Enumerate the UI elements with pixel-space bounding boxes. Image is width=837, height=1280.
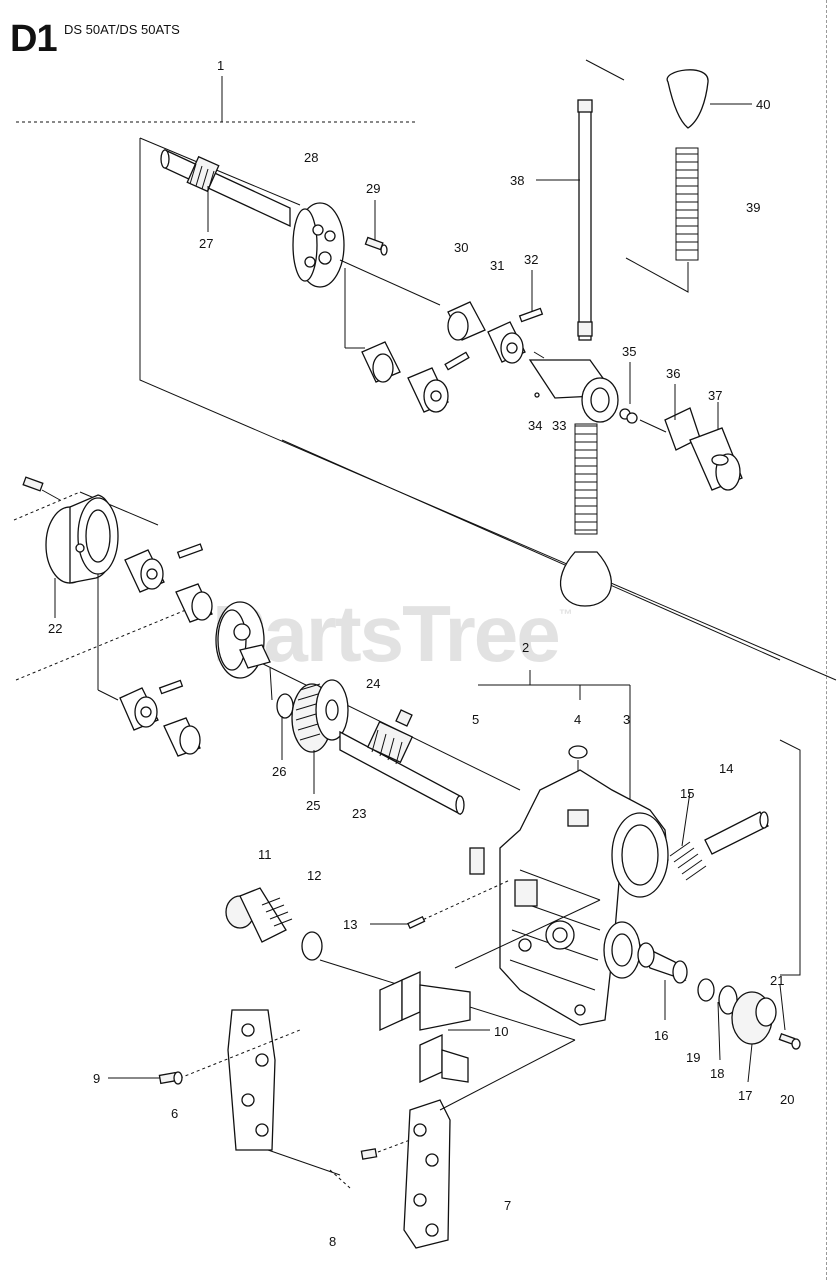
- screw: [364, 236, 388, 256]
- callout-6: 6: [171, 1106, 178, 1121]
- cap-screw: [778, 1032, 801, 1050]
- callout-2: 2: [522, 640, 529, 655]
- upper-assembly-group: [16, 59, 837, 681]
- main-shaft: [339, 709, 465, 816]
- side-plate-left: [227, 1009, 276, 1151]
- collar-coupler: [124, 549, 165, 593]
- lower-collar-bushing: [163, 717, 201, 757]
- lower-collar-coupler: [119, 687, 159, 731]
- callout-15: 15: [680, 786, 694, 801]
- callout-37: 37: [708, 388, 722, 403]
- gearbox-housing-group: [158, 670, 801, 1249]
- plunger-spring: [669, 811, 769, 881]
- callout-8: 8: [329, 1234, 336, 1249]
- watermark: PartsTree™: [212, 588, 573, 680]
- callout-38: 38: [510, 173, 524, 188]
- callout-24: 24: [366, 676, 380, 691]
- callout-28: 28: [304, 150, 318, 165]
- callout-30: 30: [454, 240, 468, 255]
- callout-12: 12: [307, 868, 321, 883]
- slide-blocks: [319, 899, 601, 1084]
- callout-5: 5: [472, 712, 479, 727]
- callout-14: 14: [719, 761, 733, 776]
- callout-16: 16: [654, 1028, 668, 1043]
- callout-7: 7: [504, 1198, 511, 1213]
- collar: [45, 494, 119, 584]
- drive-gear: [291, 679, 349, 753]
- shift-flange: [215, 601, 271, 679]
- guide-pin: [407, 879, 511, 929]
- callout-1: 1: [217, 58, 224, 73]
- lower-coupler: [407, 367, 449, 413]
- callout-36: 36: [666, 366, 680, 381]
- section-code: D1: [10, 18, 58, 60]
- output-shaft: [637, 942, 688, 984]
- callout-32: 32: [524, 252, 538, 267]
- callout-33: 33: [552, 418, 566, 433]
- leader-lines: [54, 103, 786, 1083]
- dowel-block: [469, 847, 485, 875]
- callout-27: 27: [199, 236, 213, 251]
- callout-35: 35: [622, 344, 636, 359]
- small-spring: [619, 408, 638, 424]
- callout-10: 10: [494, 1024, 508, 1039]
- gearbox-housing: [499, 769, 669, 1026]
- watermark-text: PartsTree: [212, 589, 561, 678]
- callout-39: 39: [746, 200, 760, 215]
- watermark-trademark: ™: [558, 606, 573, 622]
- plate-screw-right: [360, 1139, 411, 1160]
- shaft-with-pinion: [160, 148, 291, 228]
- callout-25: 25: [306, 798, 320, 813]
- callout-4: 4: [574, 712, 581, 727]
- end-cap: [731, 991, 777, 1045]
- snap-ring: [276, 693, 294, 719]
- callout-34: 34: [528, 418, 542, 433]
- lock-nut: [689, 427, 743, 491]
- coupler: [487, 321, 526, 364]
- callout-13: 13: [343, 917, 357, 932]
- callout-20: 20: [780, 1092, 794, 1107]
- rod-knob-lower: [559, 551, 612, 607]
- callout-3: 3: [623, 712, 630, 727]
- adjust-bolt: [225, 887, 293, 943]
- callout-11: 11: [258, 847, 272, 862]
- bolt-washer: [301, 931, 323, 961]
- washer: [697, 978, 715, 1002]
- model-label: DS 50AT/DS 50ATS: [64, 22, 180, 37]
- callout-19: 19: [686, 1050, 700, 1065]
- callout-22: 22: [48, 621, 62, 636]
- flange: [292, 202, 345, 288]
- rod-spring: [574, 423, 598, 535]
- shift-rod: [577, 99, 593, 341]
- top-nut: [568, 745, 588, 759]
- handle-knob: [666, 69, 709, 129]
- lower-bushing: [361, 341, 401, 383]
- page-border: [825, 0, 827, 1280]
- callout-40: 40: [756, 97, 770, 112]
- callout-26: 26: [272, 764, 286, 779]
- callout-17: 17: [738, 1088, 752, 1103]
- callout-23: 23: [352, 806, 366, 821]
- shift-connector: [528, 351, 619, 423]
- bushing: [447, 301, 486, 341]
- callout-31: 31: [490, 258, 504, 273]
- set-screw: [22, 476, 61, 501]
- side-plate-right: [403, 1099, 451, 1249]
- pin: [518, 307, 544, 323]
- callout-18: 18: [710, 1066, 724, 1081]
- plate-screw: [158, 1071, 183, 1085]
- collar-bushing: [175, 583, 213, 623]
- middle-assembly-group: [13, 476, 521, 816]
- callout-labels: 1 2 3 4 5 6 7 8 9 10 11 12 13 14 15 16 1…: [48, 58, 794, 1249]
- callout-21: 21: [770, 973, 784, 988]
- callout-9: 9: [93, 1071, 100, 1086]
- handle-spring: [675, 147, 699, 261]
- callout-29: 29: [366, 181, 380, 196]
